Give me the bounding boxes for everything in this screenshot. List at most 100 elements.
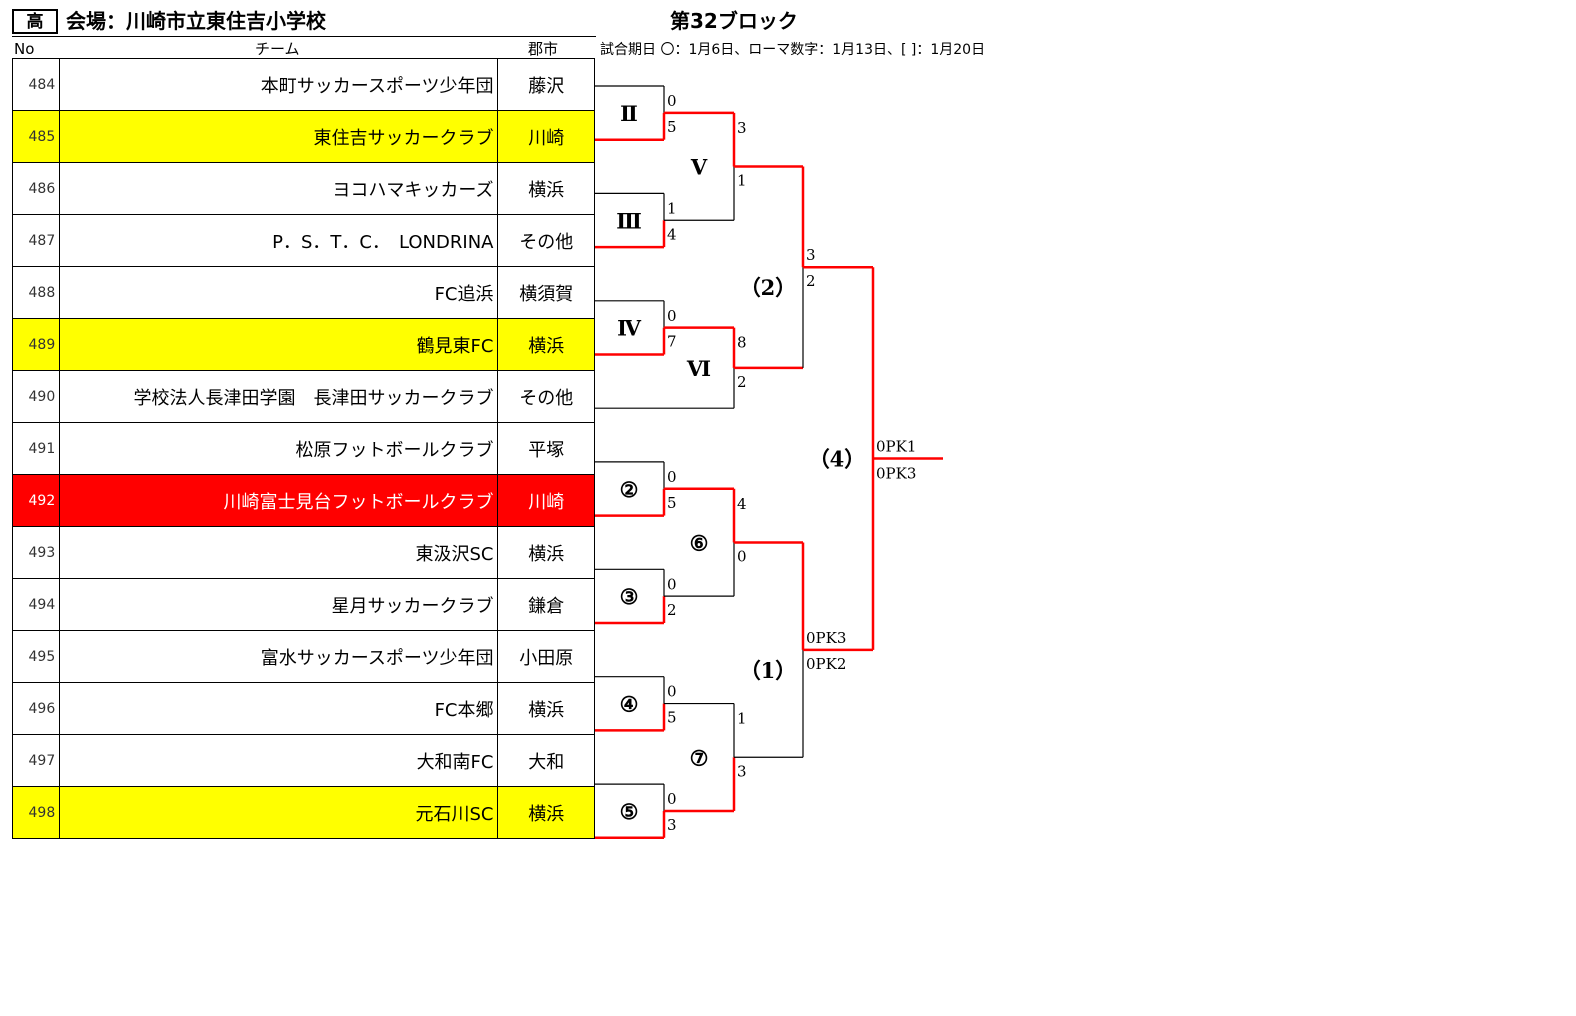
match-score: 2 [737,373,747,391]
team-number: 492 [11,474,61,527]
match-label: ③ [620,584,639,609]
team-number: 484 [11,58,61,111]
team-number: 498 [11,786,61,839]
match-label: Ⅳ [617,316,642,341]
team-number: 493 [11,526,61,579]
team-name: 鶴見東FC [59,318,499,371]
team-name: 大和南FC [59,734,499,787]
team-name: 川崎富士見台フットボールクラブ [59,474,499,527]
match-score: 7 [667,333,677,351]
match-score: 0 [667,575,677,593]
match-label: （4） [809,447,866,472]
match-score: 4 [667,225,677,243]
team-number: 495 [11,630,61,683]
team-city: 横須賀 [497,266,595,319]
match-score: 3 [667,816,677,834]
team-number: 488 [11,266,61,319]
match-label: ② [620,477,639,502]
match-label: ⑤ [620,799,639,824]
match-score: 2 [806,272,816,290]
match-score: 0PK3 [806,629,846,647]
match-score: 0 [667,683,677,701]
match-label: Ⅲ [616,208,642,233]
match-score: 5 [667,709,677,727]
match-score: 0 [667,468,677,486]
match-score: 2 [667,601,677,619]
team-name: FC本郷 [59,682,499,735]
match-score: 0 [667,307,677,325]
match-score: 1 [737,172,747,190]
match-score: 0PK2 [806,655,846,673]
column-header-city: 郡市 [528,40,559,58]
match-score: 1 [737,710,747,728]
team-name: FC追浜 [59,266,499,319]
title-underline [12,36,596,37]
match-label: ⑦ [690,745,709,770]
match-label: ⑥ [690,530,709,555]
match-label: Ⅱ [620,101,638,126]
team-city: 川崎 [497,110,595,163]
match-score: 5 [667,494,677,512]
match-label: ④ [620,692,639,717]
team-name: 東汲沢SC [59,526,499,579]
match-score: 3 [737,762,747,780]
match-score: 8 [737,334,747,352]
team-city: 平塚 [497,422,595,475]
match-score: 0 [667,790,677,808]
team-number: 491 [11,422,61,475]
match-score: 0PK1 [876,438,916,456]
match-label: （2） [740,275,797,300]
match-score: 5 [667,118,677,136]
team-number: 487 [11,214,61,267]
grade-badge: 高 [12,9,58,34]
team-name: 松原フットボールクラブ [59,422,499,475]
team-city: 横浜 [497,318,595,371]
team-name: 学校法人長津田学園 長津田サッカークラブ [59,370,499,423]
team-city: その他 [497,370,595,423]
team-name: 元石川SC [59,786,499,839]
match-label: Ⅵ [686,356,711,381]
match-score: 3 [737,119,747,137]
team-city: 横浜 [497,682,595,735]
team-name: 星月サッカークラブ [59,578,499,631]
team-number: 494 [11,578,61,631]
team-name: P．S．T．C． LONDRINA [59,214,499,267]
team-city: 横浜 [497,526,595,579]
team-name: ヨコハマキッカーズ [59,162,499,215]
match-score: 3 [806,246,816,264]
team-number: 489 [11,318,61,371]
match-score: 4 [737,495,747,513]
schedule-legend: 試合期日 〇：1月6日、ローマ数字：1月13日、[ ]：1月20日 [600,42,986,58]
match-score: 0PK3 [876,465,916,483]
match-score: 0 [667,92,677,110]
match-score: 1 [667,199,677,217]
column-header-team: チーム [255,40,300,58]
match-label: Ⅴ [690,155,708,180]
team-number: 490 [11,370,61,423]
team-number: 486 [11,162,61,215]
team-city: 横浜 [497,786,595,839]
block-title: 第32ブロック [670,9,798,33]
match-label: （1） [740,658,797,683]
team-city: 横浜 [497,162,595,215]
column-header-no: No [14,40,35,58]
team-city: 鎌倉 [497,578,595,631]
match-score: 0 [737,547,747,565]
team-city: 川崎 [497,474,595,527]
venue-title: 会場：川崎市立東住吉小学校 [66,9,326,33]
team-number: 497 [11,734,61,787]
